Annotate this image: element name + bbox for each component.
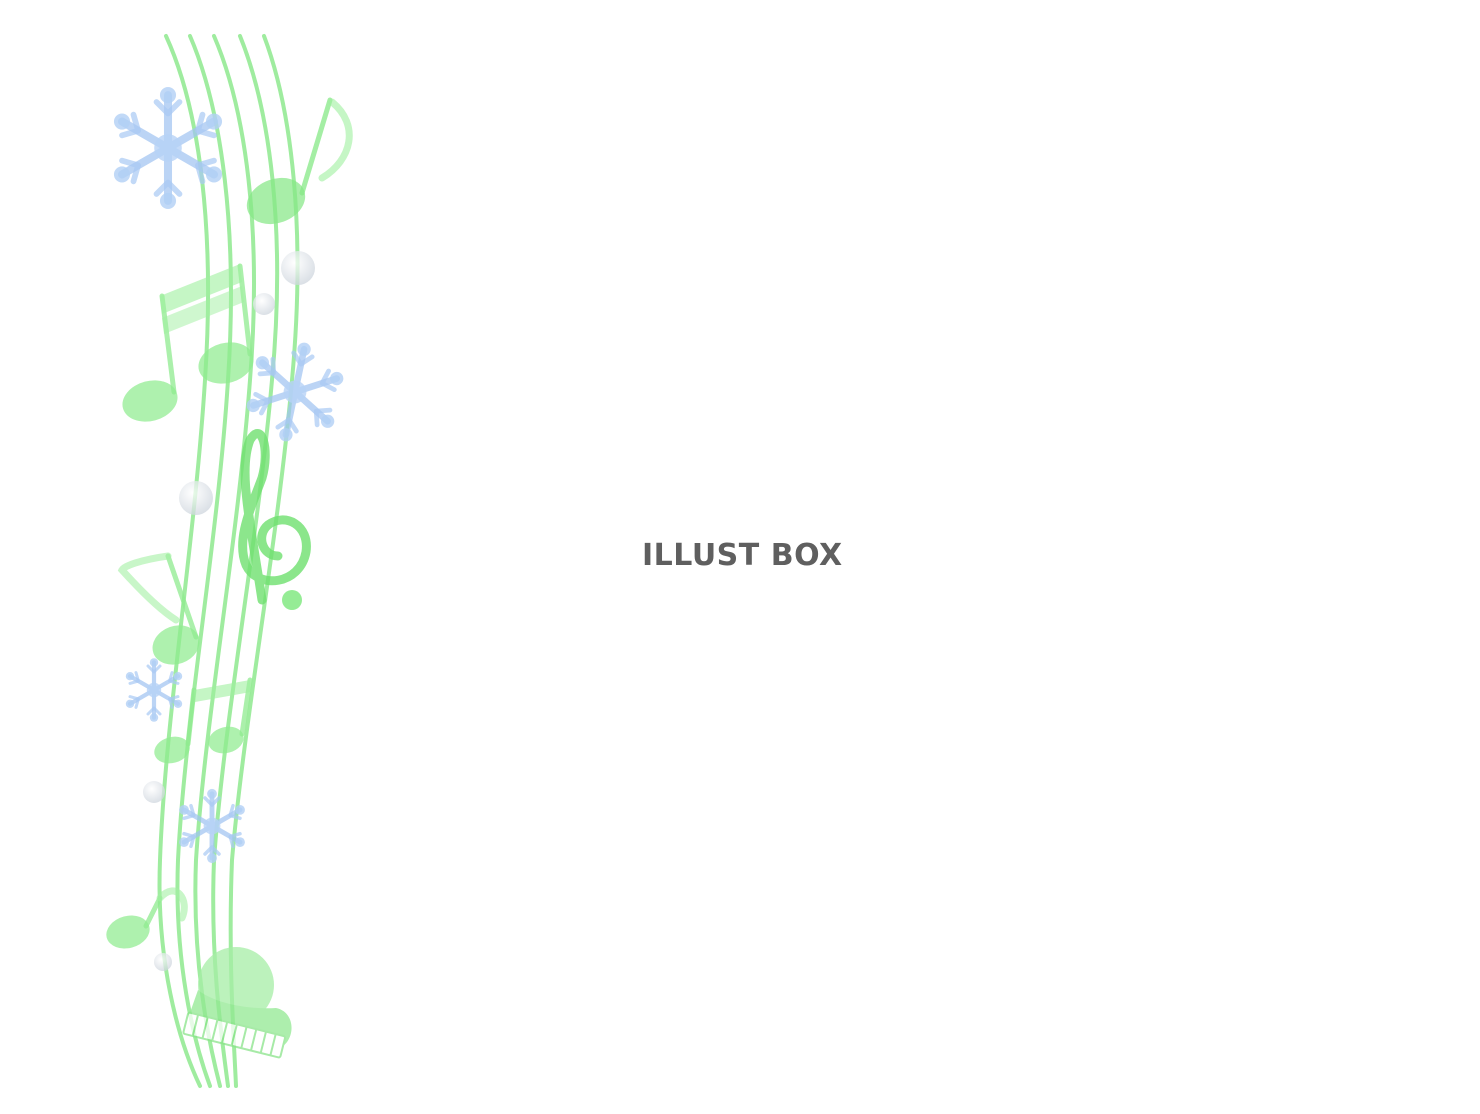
eighth-note-icon [106, 887, 188, 949]
treble-clef-icon [238, 429, 311, 610]
snowflake-icon [114, 87, 222, 209]
grand-piano-icon [182, 947, 292, 1059]
watermark-text: ILLUST BOX [642, 538, 843, 573]
beamed-sixteenth-notes-icon [122, 263, 254, 422]
pearl-icon [143, 251, 315, 971]
beamed-sixteenth-notes-icon [154, 677, 253, 764]
eighth-note-icon [246, 97, 353, 225]
eighth-note-icon [117, 552, 200, 665]
